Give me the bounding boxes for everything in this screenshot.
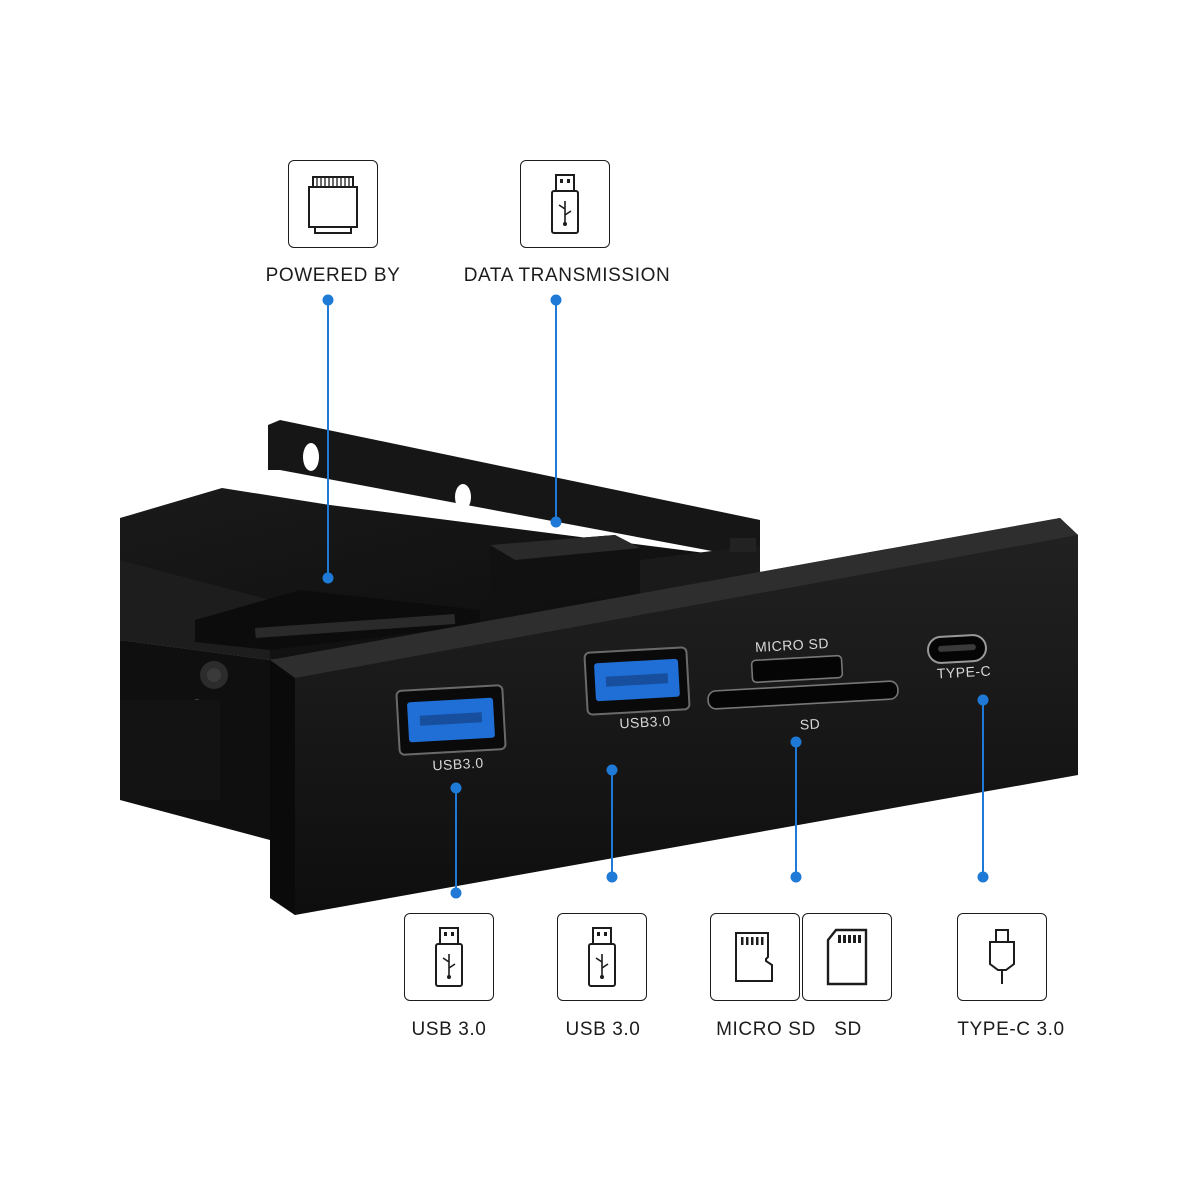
feature-label-micro-sd: MICRO SD: [716, 1019, 816, 1040]
power-connector-icon: [308, 176, 358, 234]
sd-slot: [707, 680, 899, 710]
feature-box-sd: [802, 913, 892, 1001]
usb-c-plug-icon: [989, 929, 1015, 984]
usb3-port-left: [395, 684, 507, 756]
bracket-screw-hole: [455, 484, 471, 510]
usb3-port-right: [583, 646, 691, 716]
tray-side: CE: [120, 560, 480, 840]
feature-label-usb-3-0-right: USB 3.0: [565, 1019, 641, 1040]
sd-card-icon: [826, 928, 868, 986]
feature-label-powered-by: POWERED BY: [265, 265, 401, 286]
feature-box-type-c: [957, 913, 1047, 1001]
usb-plug-icon: [435, 927, 463, 987]
feature-box-usb-3-0-right: [557, 913, 647, 1001]
micro-sd-card-icon: [735, 932, 773, 982]
feature-label-type-c-3-0: TYPE-C 3.0: [957, 1019, 1065, 1040]
micro-sd-slot: [750, 654, 844, 684]
feature-label-sd: SD: [834, 1019, 862, 1040]
feature-box-micro-sd: [710, 913, 800, 1001]
usb-plug-icon: [551, 174, 579, 234]
feature-box-usb-3-0-left: [404, 913, 494, 1001]
feature-box-powered-by: [288, 160, 378, 248]
bracket-screw-hole: [303, 443, 319, 471]
feature-box-data-transmission: [520, 160, 610, 248]
usb-plug-icon: [588, 927, 616, 987]
feature-label-usb-3-0-left: USB 3.0: [411, 1019, 487, 1040]
feature-label-data-transmission: DATA TRANSMISSION: [463, 265, 671, 286]
front-faceplate: [270, 518, 1078, 915]
